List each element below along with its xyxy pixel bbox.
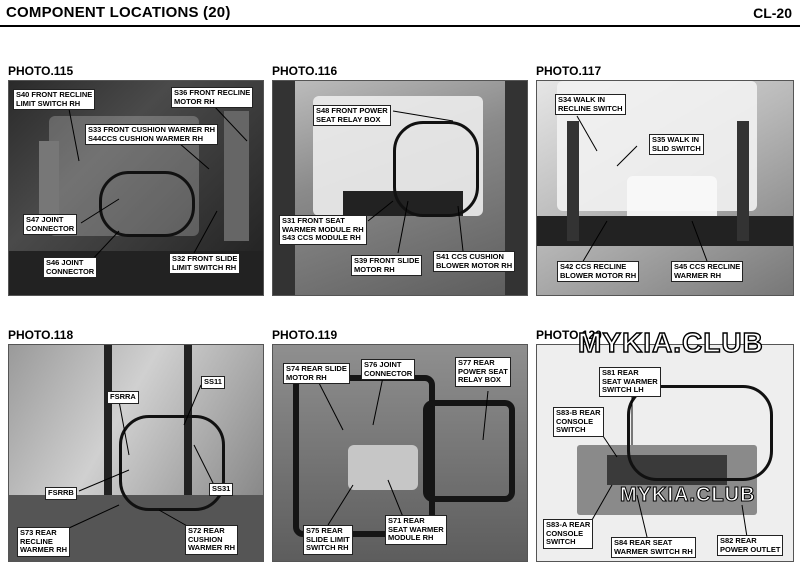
photo-118-label: PHOTO.118: [8, 328, 74, 342]
lower-frame: [537, 216, 793, 246]
header-rule: [0, 25, 800, 27]
wire-harness: [99, 171, 195, 237]
page-number: CL-20: [753, 5, 792, 21]
wire-harness: [627, 385, 773, 481]
left-post: [567, 121, 579, 241]
wire-harness: [393, 121, 479, 217]
module-box: [348, 445, 418, 490]
left-frame: [273, 81, 295, 295]
callout-fsrrb: FSRRB: [45, 487, 77, 500]
photo-115-label: PHOTO.115: [8, 64, 74, 78]
watermark-small: MYKIA.CLUB: [620, 484, 756, 507]
callout-fsrra: FSRRA: [107, 391, 139, 404]
side-frame: [423, 400, 515, 502]
callout-ss31: SS31: [209, 483, 234, 496]
page-header: COMPONENT LOCATIONS (20) CL-20: [0, 0, 800, 28]
photo-117-label: PHOTO.117: [536, 64, 602, 78]
watermark-large: MYKIA.CLUB: [577, 326, 764, 358]
frame-bar-a: [104, 345, 112, 525]
side-rail: [224, 111, 249, 241]
photo-119-label: PHOTO.119: [272, 328, 338, 342]
right-frame: [505, 81, 527, 295]
photo-120-label: PHOTO.120: [536, 328, 602, 342]
right-post: [737, 121, 749, 241]
wire-harness: [119, 415, 225, 511]
frame-bar-b: [184, 345, 192, 525]
motor-part: [39, 141, 59, 221]
photo-116-label: PHOTO.116: [272, 64, 338, 78]
page-title: COMPONENT LOCATIONS (20): [6, 4, 231, 21]
callout-ss11: SS11: [201, 376, 225, 389]
